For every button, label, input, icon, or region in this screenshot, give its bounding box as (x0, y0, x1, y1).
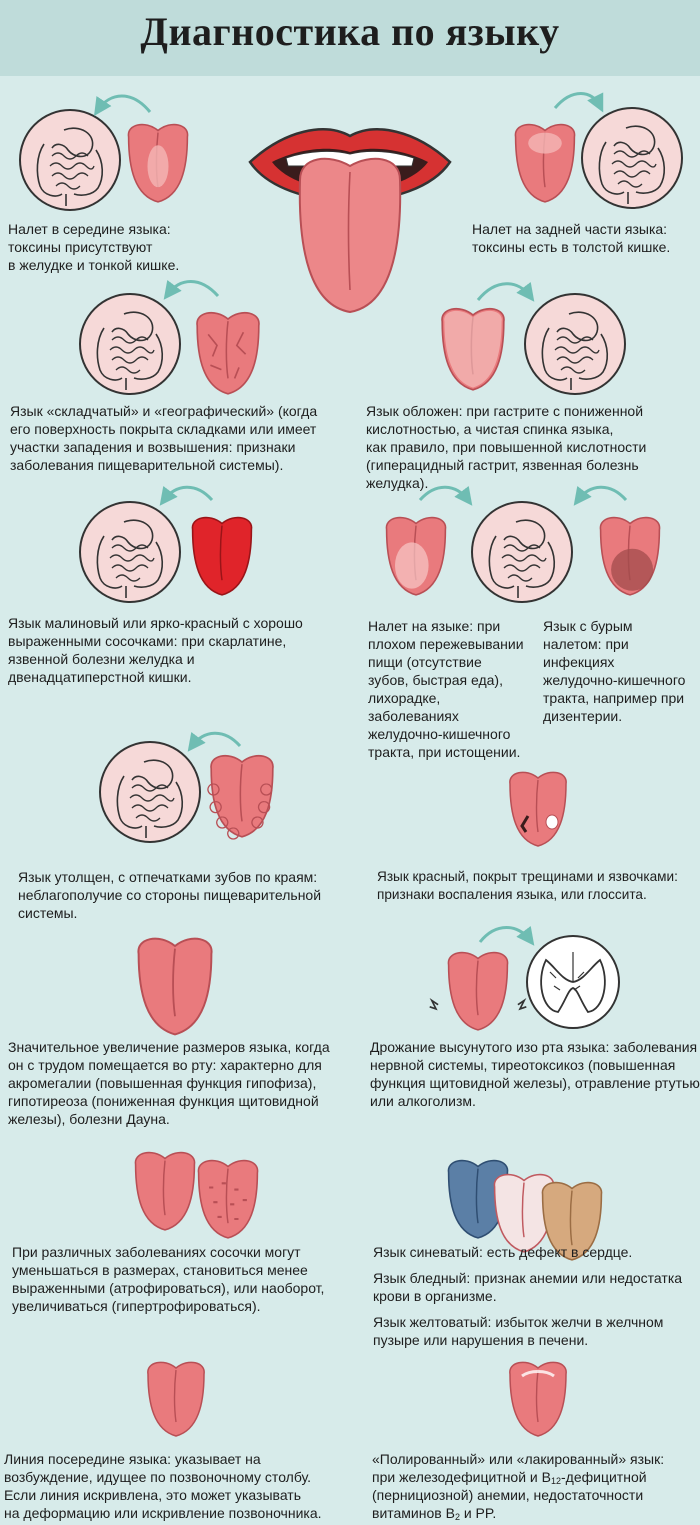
digestive-organs-icon (471, 501, 573, 603)
crimson-tongue-icon (191, 516, 253, 596)
text-back-coating: Налет на задней части языка:токсины есть… (472, 221, 671, 255)
text-fissured-tongue: Язык «складчатый» и «географический» (ко… (10, 403, 318, 473)
arrow-icon (476, 281, 535, 302)
text-tongue-colors: Язык синеватый: есть дефект в сердце. Яз… (373, 1244, 683, 1348)
scalloped-tongue-icon (207, 754, 274, 840)
digestive-organs-icon (79, 293, 181, 395)
coated-tongue-icon (441, 307, 505, 391)
arrow-icon (553, 92, 604, 113)
text-enlarged-tongue: Значительное увеличение размеров языка, … (8, 1039, 330, 1127)
mouth-illustration (248, 128, 452, 314)
yellowish-tongue-icon (541, 1181, 603, 1261)
text-thickened-tongue: Язык утолщен, с отпечатками зубов по кра… (18, 869, 322, 921)
arrow-icon (159, 485, 214, 506)
trembling-tongue-icon (429, 951, 527, 1031)
brown-coated-tongue-icon (599, 516, 661, 596)
arrow-icon (418, 485, 473, 506)
digestive-organs-icon (524, 293, 626, 395)
tongue-icon (127, 123, 189, 203)
text-midtongue-coating: Налет в середине языка:токсины присутств… (8, 221, 180, 273)
digestive-organs-icon (581, 107, 683, 209)
hypertrophic-papillae-tongue-icon (197, 1159, 259, 1239)
coated-tongue-icon (385, 516, 447, 596)
text-crimson-tongue: Язык малиновый или ярко-красный с хорошо… (8, 615, 303, 685)
enlarged-tongue-icon (137, 937, 213, 1036)
cracked-tongue-icon (509, 771, 567, 847)
arrow-icon (478, 925, 535, 946)
page-title: Диагностика по языку (140, 9, 560, 54)
fissured-tongue-icon (196, 311, 260, 395)
midline-tongue-icon (147, 1361, 205, 1437)
arrow-icon (94, 94, 152, 116)
text-papillae: При различных заболеваниях сосочки могут… (12, 1244, 325, 1314)
digestive-organs-icon (99, 741, 201, 843)
digestive-organs-icon (19, 109, 121, 211)
glossy-tongue-icon (509, 1361, 567, 1437)
arrow-icon (187, 731, 242, 752)
text-glossy-tongue: «Полированный» или «лакированный» язык: … (372, 1451, 665, 1522)
arrow-icon (573, 485, 628, 506)
text-glossitis: Язык красный, покрыт трещинами и язвочка… (377, 869, 678, 902)
digestive-organs-icon (79, 501, 181, 603)
atrophic-papillae-tongue-icon (134, 1151, 196, 1231)
header-band (0, 0, 700, 76)
tongue-icon (514, 123, 576, 203)
arrow-icon (163, 279, 220, 300)
text-trembling-tongue: Дрожание высунутого изо рта языка: забол… (370, 1039, 700, 1109)
thyroid-icon (526, 935, 620, 1029)
